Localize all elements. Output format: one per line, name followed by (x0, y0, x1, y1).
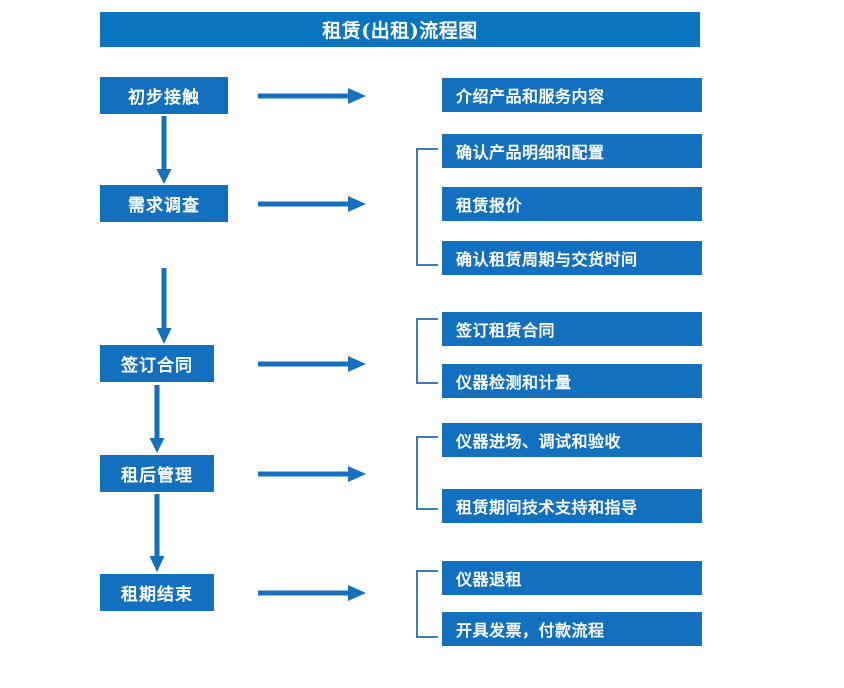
detail-box-2-3[interactable]: 确认租赁周期与交货时间 (442, 241, 702, 275)
stage-box-3[interactable]: 签订合同 (100, 345, 214, 382)
detail-box-3-2[interactable]: 仪器检测和计量 (442, 364, 702, 398)
vertical-arrow-1 (150, 116, 178, 186)
group-bracket-2 (414, 148, 440, 266)
detail-box-4-2[interactable]: 租赁期间技术支持和指导 (442, 489, 702, 523)
detail-box-4-1[interactable]: 仪器进场、调试和验收 (442, 423, 702, 457)
vertical-arrow-2 (150, 268, 178, 346)
stage-box-1[interactable]: 初步接触 (100, 77, 228, 114)
page-title: 租赁(出租)流程图 (100, 12, 700, 47)
stage-box-2[interactable]: 需求调查 (100, 185, 228, 222)
group-bracket-3 (414, 318, 440, 384)
detail-box-3-1[interactable]: 签订租赁合同 (442, 312, 702, 346)
horizontal-arrow-2 (258, 193, 368, 215)
detail-box-1-1[interactable]: 介绍产品和服务内容 (442, 78, 702, 112)
detail-box-2-2[interactable]: 租赁报价 (442, 187, 702, 221)
group-bracket-5 (414, 570, 440, 638)
stage-box-4[interactable]: 租后管理 (100, 455, 214, 492)
horizontal-arrow-1 (258, 85, 368, 107)
vertical-arrow-4 (143, 494, 171, 574)
vertical-arrow-3 (143, 385, 171, 455)
detail-box-2-1[interactable]: 确认产品明细和配置 (442, 134, 702, 168)
detail-box-5-2[interactable]: 开具发票，付款流程 (442, 612, 702, 646)
horizontal-arrow-5 (258, 582, 368, 604)
stage-box-5[interactable]: 租期结束 (100, 574, 214, 611)
detail-box-5-1[interactable]: 仪器退租 (442, 561, 702, 595)
horizontal-arrow-4 (258, 463, 368, 485)
group-bracket-4 (414, 436, 440, 510)
horizontal-arrow-3 (258, 353, 368, 375)
